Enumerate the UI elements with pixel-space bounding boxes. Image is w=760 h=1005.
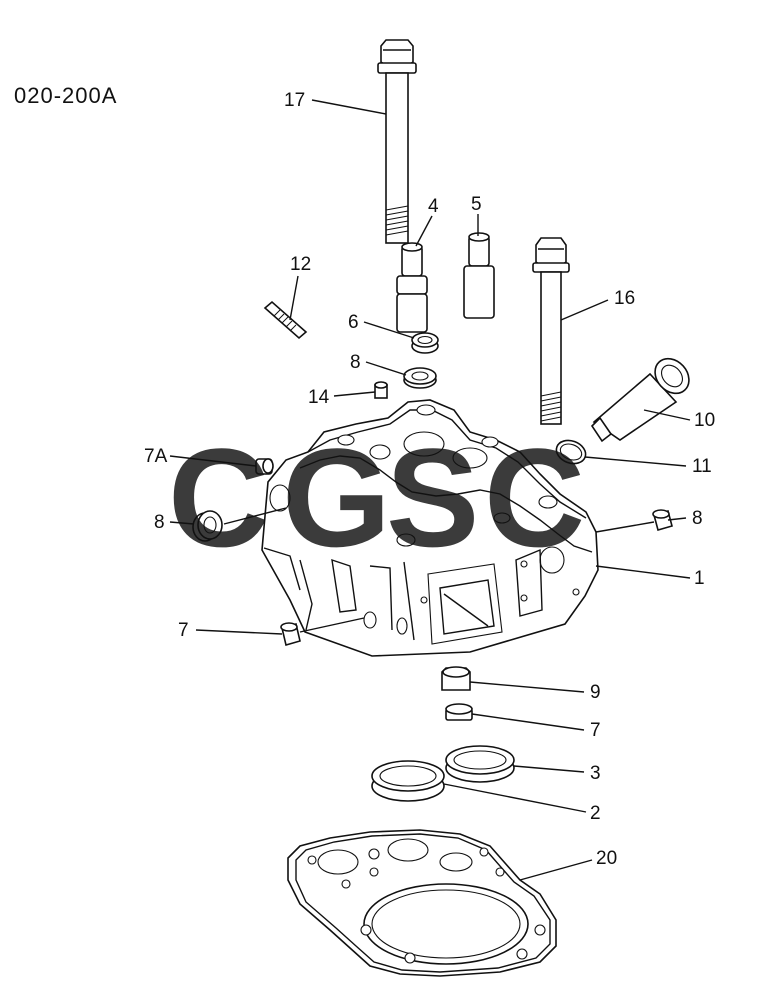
leader-7-left xyxy=(195,629,283,635)
leader-lines xyxy=(169,99,691,881)
callout-label: 7 xyxy=(178,620,189,641)
part-8-seal-left xyxy=(192,510,223,542)
leader-4 xyxy=(415,215,433,247)
leader-16 xyxy=(560,299,609,321)
leader-6 xyxy=(363,321,415,339)
part-8-cap-right xyxy=(652,509,673,531)
part-7-plug-bottom xyxy=(445,703,473,721)
callout-label: 7 xyxy=(590,720,601,741)
part-11-o-ring xyxy=(555,439,587,465)
callout-label: 3 xyxy=(590,763,601,784)
watermark-letter: S xyxy=(386,419,479,576)
part-4-valve-guide xyxy=(396,242,428,333)
leader-10 xyxy=(643,409,691,421)
callout-label: 14 xyxy=(308,387,330,408)
callout-label: 11 xyxy=(692,456,712,477)
part-7-plug-left xyxy=(280,622,301,646)
callout-label: 12 xyxy=(290,254,311,275)
part-10-nozzle-sleeve xyxy=(590,357,690,443)
leader-8-right xyxy=(667,517,687,521)
callout-label: 8 xyxy=(350,352,361,373)
leader-3 xyxy=(513,765,585,773)
callout-label: 6 xyxy=(348,312,359,333)
leader-7a xyxy=(169,455,257,467)
leader-14 xyxy=(333,391,376,397)
leader-12 xyxy=(289,275,299,321)
leader-7-left-to-head xyxy=(299,617,365,633)
callout-label: 10 xyxy=(694,410,715,431)
leader-8-left-to-head xyxy=(223,507,287,525)
callout-label: 17 xyxy=(284,90,305,111)
part-3-ring xyxy=(445,745,515,783)
part-8-washer-top xyxy=(403,367,437,389)
leader-7-bottom xyxy=(471,713,585,731)
leader-2 xyxy=(443,783,587,813)
watermark-letter: G xyxy=(282,419,391,576)
callout-label: 7A xyxy=(144,446,168,467)
leader-9 xyxy=(469,681,585,693)
part-14-dowel xyxy=(374,381,388,399)
leader-1 xyxy=(595,565,691,579)
leader-8-top xyxy=(365,361,407,376)
part-16-bolt xyxy=(532,237,570,425)
part-12-stud xyxy=(263,300,308,340)
callout-label: 8 xyxy=(154,512,165,533)
watermark-letter: C xyxy=(484,419,585,576)
leader-8-left xyxy=(169,521,195,525)
part-17-head-bolt xyxy=(377,39,417,244)
leader-11 xyxy=(584,456,687,467)
part-20-head-gasket xyxy=(287,829,557,977)
callout-label: 4 xyxy=(428,196,439,217)
part-2-ring xyxy=(371,760,445,802)
leader-20 xyxy=(519,859,593,881)
callout-label: 5 xyxy=(471,194,482,215)
callout-label: 8 xyxy=(692,508,703,529)
callout-label: 9 xyxy=(590,682,601,703)
part-1-cylinder-head xyxy=(261,399,599,657)
leader-17 xyxy=(311,99,387,115)
diagram-code: 020-200A xyxy=(14,83,117,108)
part-6-seal xyxy=(411,332,439,354)
part-9-insert xyxy=(441,666,471,691)
leader-8-right-to-head xyxy=(595,521,655,533)
callout-label: 1 xyxy=(694,568,705,589)
callout-label: 20 xyxy=(596,848,617,869)
watermark: C G S C xyxy=(168,419,585,576)
watermark-letter: C xyxy=(168,419,269,576)
callout-label: 16 xyxy=(614,288,635,309)
callout-label: 2 xyxy=(590,803,601,824)
part-5-valve-guide xyxy=(463,232,495,319)
part-7a-plug xyxy=(255,458,274,475)
callout-labels: 17 4 5 12 16 6 8 14 10 7A 11 8 8 1 7 9 7… xyxy=(144,90,715,869)
